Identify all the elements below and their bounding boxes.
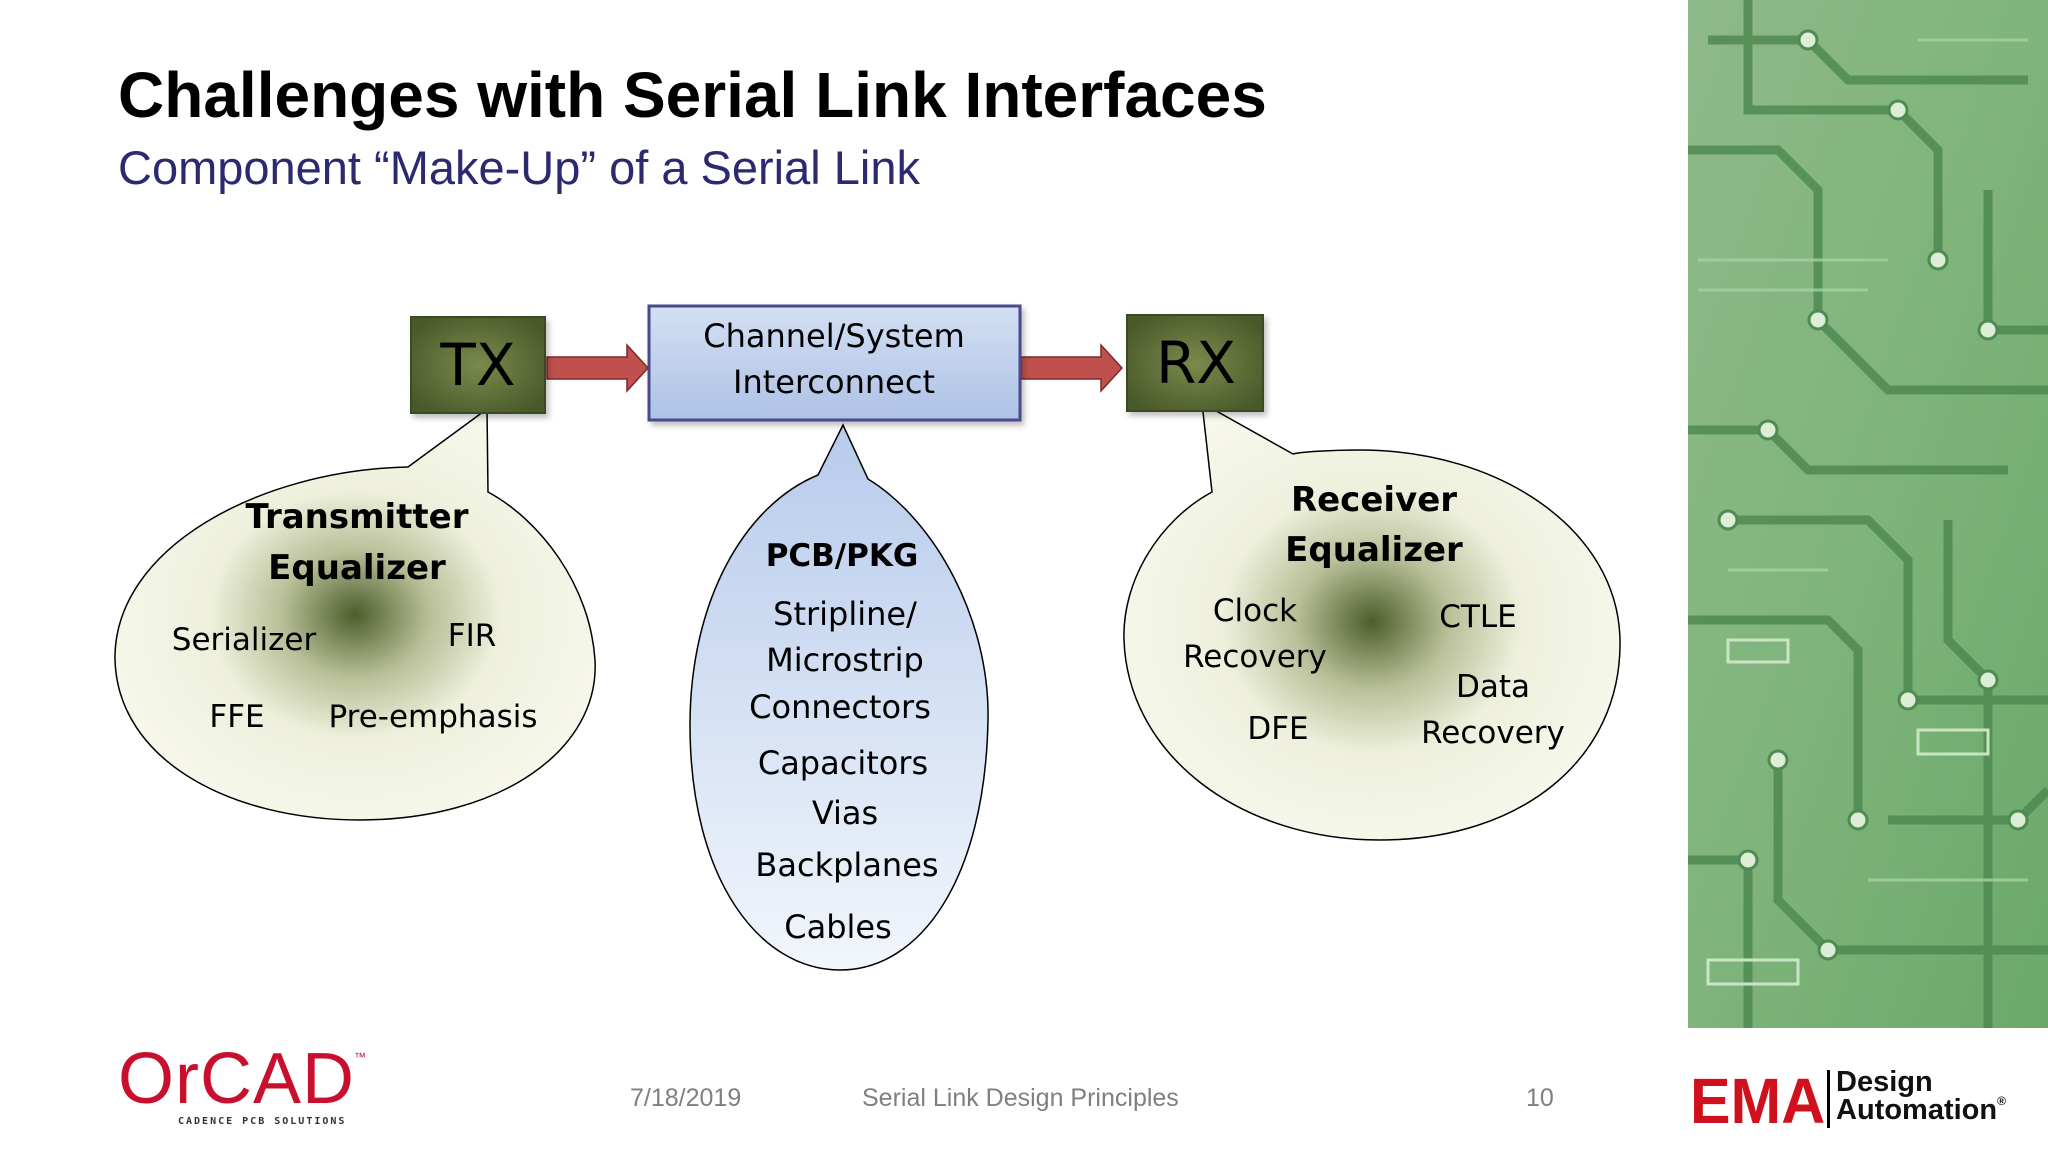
orcad-logo-word: OrCAD	[118, 1039, 355, 1119]
channel-speech-bubble	[689, 423, 989, 971]
footer-date: 7/18/2019	[630, 1084, 742, 1112]
serial-link-diagram: TX Channel/System Interconnect RX Transm…	[114, 304, 1621, 971]
ema-logo-divider	[1827, 1070, 1830, 1128]
channel-item-cables: Cables	[784, 908, 892, 946]
tx-item-serializer: Serializer	[172, 622, 317, 658]
rx-bubble-title-line-2: Equalizer	[1285, 530, 1463, 570]
channel-interconnect-block	[647, 304, 1022, 422]
tx-bubble-title-line-2: Equalizer	[268, 548, 446, 588]
rx-speech-bubble	[1123, 401, 1621, 841]
rx-item-clock: Clock	[1213, 593, 1297, 629]
tx-label: TX	[439, 331, 515, 399]
ema-logo-line-2: Automation®	[1836, 1094, 2006, 1127]
rx-item-data-recovery: Recovery	[1421, 715, 1565, 751]
tx-item-pre-emphasis: Pre-emphasis	[329, 699, 538, 735]
orcad-logo-tagline: CADENCE PCB SOLUTIONS	[178, 1116, 347, 1127]
footer-page-number: 10	[1526, 1084, 1554, 1112]
tx-block	[410, 316, 546, 414]
rx-bubble-title-line-1: Receiver	[1291, 480, 1457, 520]
channel-bubble-title: PCB/PKG	[766, 538, 919, 574]
tx-bubble-title-line-1: Transmitter	[245, 497, 468, 537]
rx-item-ctle: CTLE	[1439, 599, 1516, 635]
orcad-logo: OrCAD ™ CADENCE PCB SOLUTIONS	[118, 1039, 378, 1136]
ema-logo-line-2-text: Automation	[1836, 1094, 1998, 1126]
tx-item-ffe: FFE	[209, 699, 264, 735]
slide-title: Challenges with Serial Link Interfaces	[118, 59, 1267, 131]
orcad-logo-tm: ™	[354, 1050, 366, 1064]
rx-item-clock-recovery: Recovery	[1183, 639, 1327, 675]
channel-item-stripline: Stripline/	[773, 595, 917, 633]
channel-item-capacitors: Capacitors	[758, 744, 928, 782]
channel-label-line-1: Channel/System	[703, 317, 964, 355]
tx-to-channel-arrow	[546, 343, 650, 393]
rx-label: RX	[1156, 329, 1236, 397]
channel-item-connectors: Connectors	[749, 688, 931, 726]
tx-speech-bubble	[114, 407, 596, 821]
rx-block	[1126, 314, 1264, 412]
slide-subtitle: Component “Make-Up” of a Serial Link	[118, 141, 920, 194]
footer-deck-title: Serial Link Design Principles	[862, 1084, 1179, 1112]
ema-logo-word: EMA	[1690, 1065, 1826, 1137]
channel-label-line-2: Interconnect	[733, 363, 935, 401]
tx-item-fir: FIR	[448, 618, 497, 654]
channel-to-rx-arrow	[1020, 343, 1124, 393]
channel-item-backplanes: Backplanes	[755, 846, 938, 884]
rx-item-data: Data	[1456, 669, 1530, 705]
channel-item-vias: Vias	[812, 794, 878, 832]
ema-design-automation-logo: EMA Design Automation®	[1686, 1065, 2016, 1137]
pcb-circuit-image	[1688, 0, 2048, 1028]
ema-logo-reg: ®	[1997, 1094, 2006, 1108]
ema-logo-line-1: Design	[1836, 1066, 1933, 1098]
rx-item-dfe: DFE	[1247, 711, 1308, 747]
channel-item-microstrip: Microstrip	[766, 641, 924, 679]
